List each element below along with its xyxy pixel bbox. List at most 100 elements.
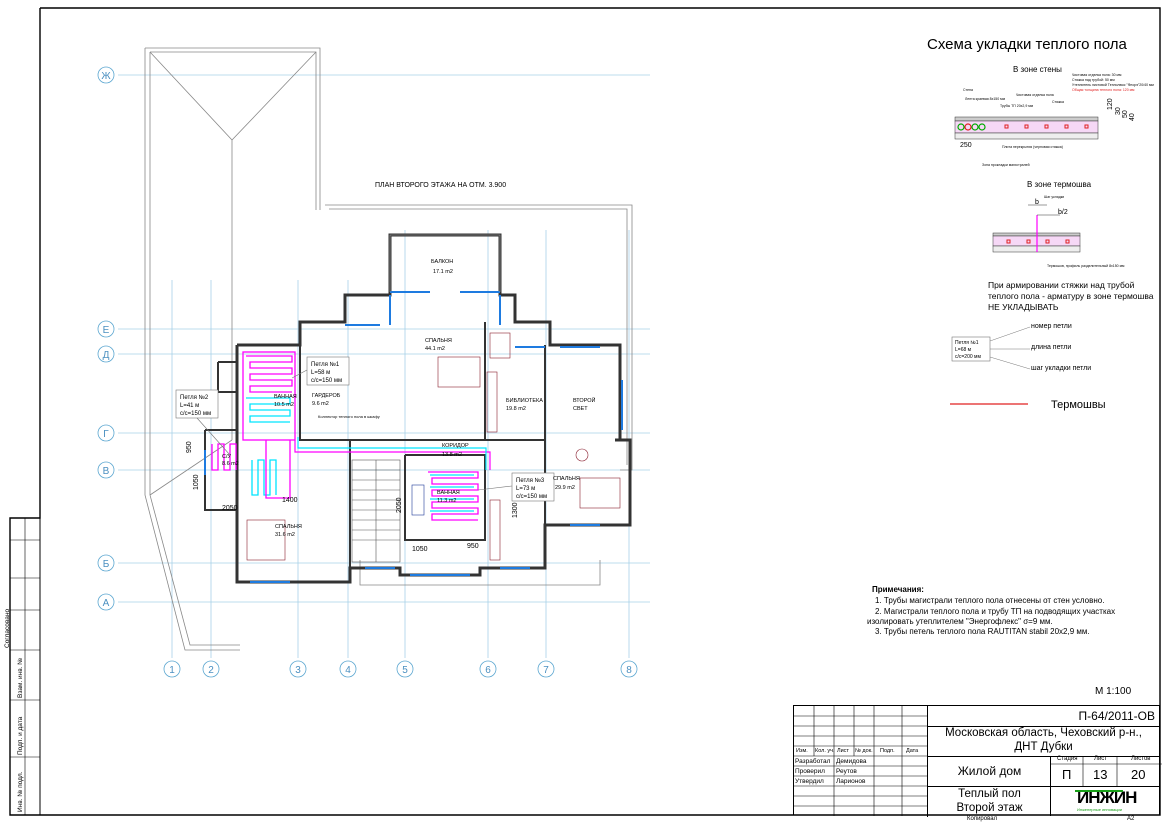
header-sheet: Лист — [837, 748, 849, 754]
axis-label: Б — [103, 559, 110, 570]
logo-subtitle: Инженерные инновации — [1077, 807, 1123, 812]
loop-3-step: c/c=150 мм — [516, 494, 547, 500]
detail-label: Шаг укладки — [1044, 195, 1064, 199]
location-line-2: ДНТ Дубки — [1014, 741, 1073, 753]
company-logo: ИНЖИН Инженерные инновации — [1050, 786, 1159, 816]
detail-label: Лента краевая 8х150 мм — [965, 97, 1006, 101]
joint-reinforcement-note: При армировании стяжки над трубой теплог… — [988, 280, 1154, 312]
room-name: СПАЛЬНЯ — [275, 524, 302, 530]
role-developed: Разработал — [795, 758, 831, 765]
room-name: ВАННАЯ — [437, 490, 460, 496]
loop-legend-sample — [951, 326, 1031, 370]
axis-label: А — [103, 598, 110, 609]
building-walls — [204, 233, 632, 584]
sheet-label: Лист — [1094, 756, 1108, 762]
axis-label: Ж — [101, 71, 111, 82]
axis-label: Г — [103, 429, 109, 440]
room-area: СВЕТ — [573, 406, 588, 412]
stage-label: Стадия — [1057, 756, 1078, 762]
logo-text: ИНЖИН — [1077, 788, 1137, 807]
heating-loop-1 — [242, 351, 296, 441]
plan-title: ПЛАН ВТОРОГО ЭТАЖА НА ОТМ. 3.900 — [375, 182, 506, 189]
header-date: Дата — [906, 748, 919, 754]
stage-value: П — [1062, 767, 1072, 782]
loop-1-number: Петля №1 — [311, 361, 340, 368]
room-name: СПАЛЬНЯ — [553, 476, 580, 482]
detail-spec: Утеплитель листовой Теплолюкс "Флорэ"20/… — [1072, 83, 1154, 87]
detail-label: b — [1035, 199, 1039, 206]
room-name: БАЛКОН — [431, 259, 453, 265]
title-block: Изм. Кол. уч. Лист № док. Подп. Дата Раз… — [793, 705, 1162, 817]
loop-1-length: L=58 м — [311, 370, 330, 376]
supply-lines — [294, 437, 491, 470]
dimension: 1300 — [512, 502, 519, 518]
furniture — [246, 332, 621, 561]
detail-spec-total: Общая толщина теплого пола: 120 мм — [1072, 88, 1135, 92]
loop-1-step: c/c=150 мм — [311, 378, 342, 384]
detail-dimension: 250 — [960, 142, 972, 149]
legend-loop-step: c/c=200 мм — [955, 354, 981, 360]
room-area: 10.5 m2 — [274, 402, 294, 408]
stamp-replacement: Взам. инв. № — [17, 658, 24, 698]
scale-label: М 1:100 — [1095, 686, 1132, 697]
room-area: 19.8 m2 — [506, 406, 526, 412]
loop-3-length: L=73 м — [516, 486, 535, 492]
doc-code-cell: П-64/2011-ОВ — [927, 706, 1159, 727]
legend-callout: номер петли — [1031, 323, 1072, 330]
revision-table: Изм. Кол. уч. Лист № док. Подп. Дата Раз… — [794, 706, 927, 816]
note-item: 2. Магистрали теплого пола и трубу ТП на… — [875, 607, 1115, 616]
room-name: ВТОРОЙ — [573, 396, 596, 404]
drawing-name-2: Второй этаж — [956, 802, 1023, 814]
header-doc: № док. — [855, 748, 873, 754]
legend-callout: длина петли — [1031, 344, 1071, 351]
room-area: 17.1 m2 — [433, 269, 453, 275]
note-item: изолировать утеплителем "Энергофлекс" σ=… — [867, 617, 1053, 626]
axis-label: Е — [103, 325, 110, 336]
notes-title: Примечания: — [872, 585, 924, 594]
copied-label: Копировал — [967, 816, 998, 822]
detail-spec: Стяжка над трубой: 50 мм — [1072, 78, 1115, 82]
header-change: Изм. — [796, 748, 808, 754]
detail-spec: Чистовая отделка пола: 30 мм — [1072, 73, 1122, 77]
note-item: 1. Трубы магистрали теплого пола отнесен… — [875, 596, 1104, 605]
legend-loop-length: L=68 м — [955, 347, 972, 353]
axis-label: 1 — [169, 665, 175, 676]
detail-label: Стяжка — [1052, 100, 1064, 104]
dimension: 2050 — [222, 505, 238, 512]
room-area: 29.9 m2 — [555, 485, 575, 491]
dimension: 2050 — [396, 497, 403, 513]
room-name: СПАЛЬНЯ — [425, 338, 452, 344]
detail-wall-section — [954, 116, 1099, 140]
axis-label: 8 — [626, 665, 632, 676]
dimension: 950 — [467, 543, 479, 550]
axis-label: В — [103, 466, 110, 477]
axis-label: Д — [103, 350, 110, 361]
role-approved: Утвердил — [795, 778, 824, 785]
loop-2-number: Петля №2 — [180, 394, 209, 401]
doc-code: П-64/2011-ОВ — [1078, 709, 1155, 723]
location-line-1: Московская область, Чеховский р-н., — [945, 727, 1142, 739]
name-checked: Реутов — [836, 768, 857, 775]
detail-label: Зона прокладки магистралей — [982, 163, 1030, 167]
windows — [204, 291, 623, 583]
detail-label: b/2 — [1058, 209, 1068, 216]
room-area: 44.1 m2 — [425, 346, 445, 352]
header-count: Кол. уч. — [815, 748, 835, 754]
balcony-outline — [389, 234, 501, 292]
detail-wall-title: В зоне стены — [1013, 65, 1062, 74]
sheet-frame — [9, 7, 1161, 816]
room-area: 11.3 m2 — [437, 498, 456, 504]
stage-grid — [1051, 756, 1162, 786]
sheet-number: 13 — [1093, 767, 1108, 782]
detail-label: Плита перекрытия (черновая стяжка) — [1002, 145, 1063, 149]
legend-loop-number: Петля №1 — [955, 340, 979, 346]
grid-lines — [118, 74, 650, 658]
logo-bar — [1075, 790, 1123, 792]
dimension: 1050 — [412, 546, 428, 553]
stairs — [351, 459, 401, 563]
sheet-title: Схема укладки теплого пола — [927, 36, 1127, 53]
room-name: С/У — [222, 454, 232, 460]
name-developed: Демидова — [836, 758, 867, 765]
detail-dimension: 40 — [1129, 113, 1136, 121]
